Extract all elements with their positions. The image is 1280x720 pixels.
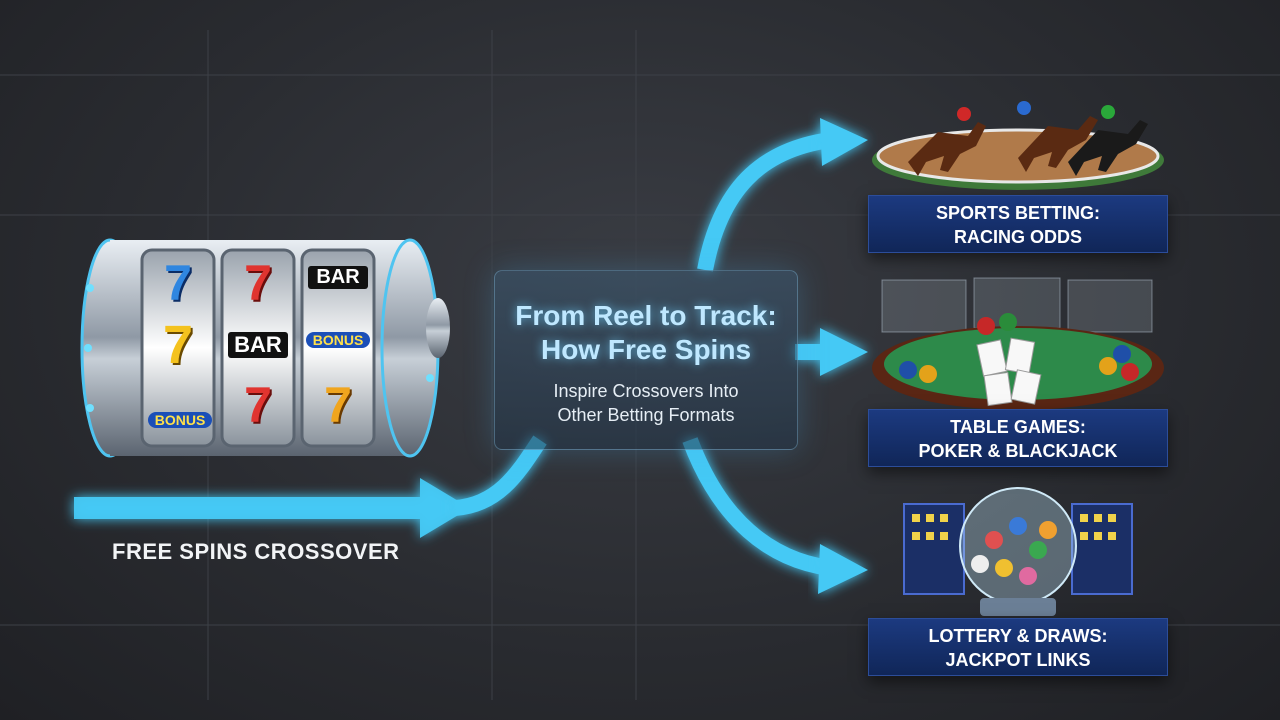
source-label: FREE SPINS CROSSOVER (112, 539, 400, 564)
caption-lottery-draws: LOTTERY & DRAWS: JACKPOT LINKS (868, 618, 1168, 676)
reel-symbol: 7 (244, 377, 272, 433)
reel-symbol: BONUS (148, 412, 212, 428)
main-title-line-2: How Free Spins (540, 334, 752, 365)
main-title: From Reel to Track: How Free Spins (495, 299, 797, 367)
subtitle-line-2: Other Betting Formats (557, 405, 735, 425)
source-arrow (74, 478, 470, 538)
reel-symbol: BAR (308, 266, 368, 289)
slot-reel-machine: 7 7 BAR 7 BAR BONUS BONUS 7 7 (70, 228, 470, 468)
caption-lottery-line-2: JACKPOT LINKS (945, 650, 1091, 670)
reel-symbol: BAR (228, 332, 288, 358)
caption-table-line-1: TABLE GAMES: (950, 417, 1086, 437)
reel-symbol: 7 (324, 377, 352, 433)
main-title-line-1: From Reel to Track: (515, 300, 777, 331)
horse-racing-illustration (868, 92, 1168, 196)
poker-table-illustration (868, 276, 1168, 410)
reel-symbol: 7 (162, 315, 194, 375)
caption-sports-line-2: RACING ODDS (953, 227, 1082, 247)
caption-table-games: TABLE GAMES: POKER & BLACKJACK (868, 409, 1168, 467)
title-box: From Reel to Track: How Free Spins Inspi… (494, 270, 798, 450)
subtitle-line-1: Inspire Crossovers Into (553, 381, 739, 401)
arrow-to-lottery (682, 437, 832, 576)
caption-sports-line-1: SPORTS BETTING: (935, 203, 1100, 223)
reel-symbol: BONUS (306, 332, 370, 348)
caption-table-line-2: POKER & BLACKJACK (918, 441, 1118, 461)
arrow-head-table (820, 328, 868, 376)
reel-symbol: 7 (164, 255, 192, 311)
arrow-head-lottery (818, 544, 868, 594)
caption-sports-betting: SPORTS BETTING: RACING ODDS (868, 195, 1168, 253)
connector-curve (454, 435, 547, 516)
arrow-head-sports (820, 118, 868, 166)
reel-symbol: 7 (244, 255, 272, 311)
arrow-to-sports (697, 132, 832, 272)
lottery-globe-illustration (898, 480, 1138, 618)
subtitle: Inspire Crossovers Into Other Betting Fo… (495, 379, 797, 427)
caption-lottery-line-1: LOTTERY & DRAWS: (928, 626, 1108, 646)
